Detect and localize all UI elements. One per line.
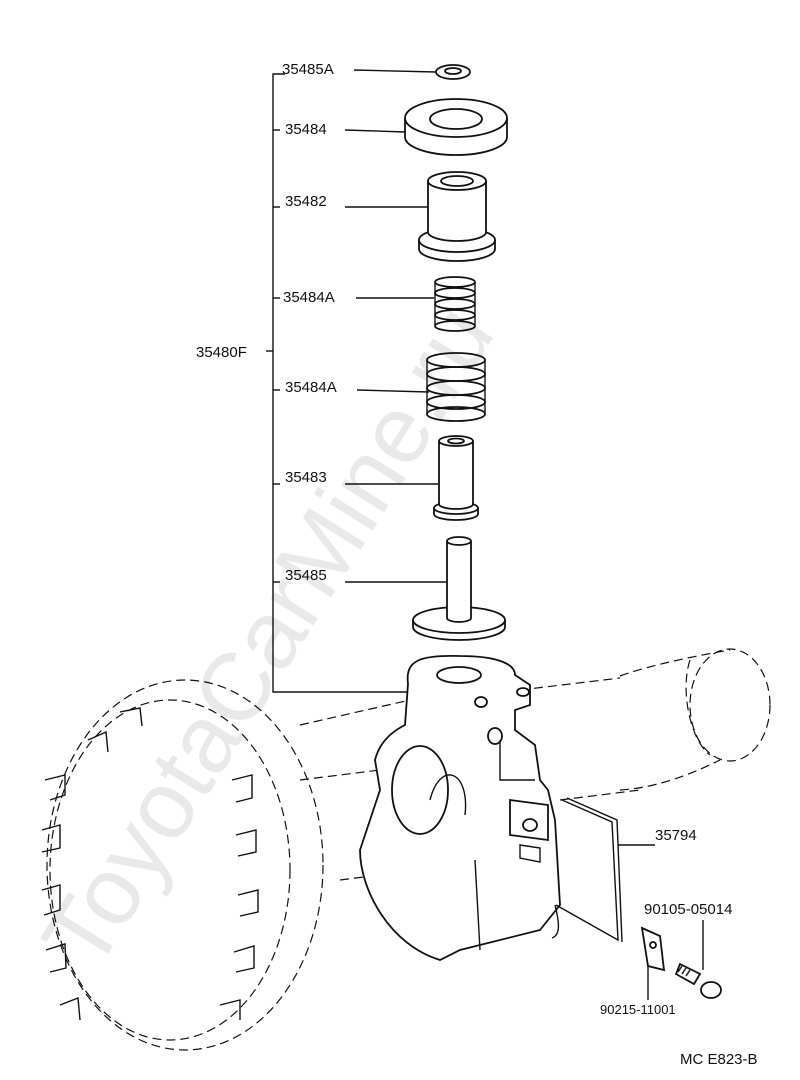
snap-ring-drawing (435, 64, 471, 80)
part-number: 35485 (285, 567, 327, 584)
part-label-35485a: 35485A (282, 61, 437, 78)
part-number: 35484A (283, 289, 335, 306)
part-label-35484a-upper: 35484A (283, 289, 434, 306)
seal-washer-drawing (404, 98, 508, 156)
sleeve-drawing (433, 435, 479, 521)
shaft-outline (299, 648, 771, 881)
gasket-label: 35794 (655, 827, 697, 844)
assembly-bracket (266, 73, 412, 693)
bolt-label: 90105-05014 (644, 901, 732, 918)
drum-outline (41, 679, 324, 1051)
plate-drawing (640, 926, 666, 1000)
plate-label: 90215-11001 (600, 1002, 676, 1017)
part-number: 35485A (282, 61, 334, 78)
part-label-35483: 35483 (285, 469, 438, 486)
assembly-label: 35480F (196, 344, 247, 361)
part-label-35485: 35485 (285, 567, 446, 584)
large-spring-drawing (426, 352, 486, 422)
pump-body-drawing (359, 655, 561, 961)
part-label-35484a-lower: 35484A (285, 379, 430, 396)
part-number: 35484A (285, 379, 337, 396)
valve-plunger-drawing (412, 536, 506, 641)
part-number: 35484 (285, 121, 327, 138)
bolt-drawing (674, 920, 722, 999)
part-label-35484: 35484 (285, 121, 406, 138)
small-spring-drawing (434, 276, 476, 332)
part-number: 35483 (285, 469, 327, 486)
part-number: 35482 (285, 193, 327, 210)
gasket-drawing (555, 797, 655, 943)
piston-drawing (418, 171, 496, 262)
diagram-code: MC E823-B (680, 1051, 758, 1068)
part-label-35482: 35482 (285, 193, 428, 210)
